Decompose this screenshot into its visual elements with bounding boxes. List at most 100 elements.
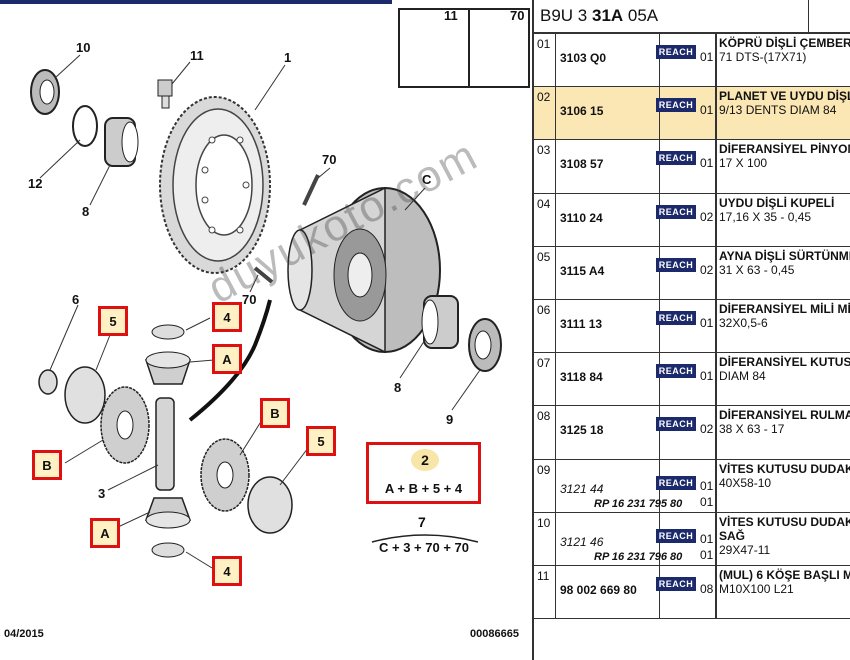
reach-badge[interactable]: REACH xyxy=(656,151,696,166)
sun-gear-right[interactable] xyxy=(200,438,250,512)
seal-9[interactable] xyxy=(468,318,502,372)
planet-gear-bottom[interactable] xyxy=(144,497,192,558)
callout-9[interactable]: 9 xyxy=(446,412,454,427)
callout-6[interactable]: 6 xyxy=(72,292,80,307)
part-quantity: 02 xyxy=(700,262,714,277)
part-reference[interactable]: 98 002 669 80 xyxy=(560,583,637,597)
part-name-suffix: SAĞ xyxy=(719,528,746,543)
reach-badge[interactable]: REACH xyxy=(656,45,696,59)
circlip-12[interactable] xyxy=(72,105,98,147)
reach-badge[interactable]: REACH xyxy=(656,475,696,490)
part-reference[interactable]: 3111 13 xyxy=(560,317,603,331)
callout-8-left[interactable]: 8 xyxy=(82,204,90,219)
bearing-right[interactable] xyxy=(421,295,459,349)
pin-70-upper[interactable] xyxy=(302,174,320,206)
reach-badge[interactable]: REACH xyxy=(656,311,696,325)
boxed-callout-A-bottom[interactable]: A xyxy=(90,518,120,548)
callout-3[interactable]: 3 xyxy=(98,486,106,501)
callout-10[interactable]: 10 xyxy=(76,40,91,55)
part-reference[interactable]: 3121 46 xyxy=(560,534,604,549)
part-reference[interactable]: 3103 Q0 xyxy=(560,51,607,65)
part-spec: 40X58-10 xyxy=(719,475,772,490)
row-reference-cell xyxy=(556,87,660,140)
part-spec: 17,16 X 35 - 0,45 xyxy=(719,209,812,224)
boxed-callout-B-left[interactable]: B xyxy=(32,450,62,480)
callout-70-lower[interactable]: 70 xyxy=(242,292,257,307)
ring-gear[interactable] xyxy=(159,96,271,274)
bolt-11[interactable] xyxy=(157,79,173,109)
differential-case[interactable] xyxy=(287,186,441,354)
part-reference[interactable]: 3108 57 xyxy=(560,157,604,172)
part-reference[interactable]: 3106 15 xyxy=(560,104,604,119)
reach-badge[interactable]: REACH xyxy=(656,257,696,272)
row-reference-cell xyxy=(556,406,660,459)
reach-badge[interactable]: REACH xyxy=(656,577,696,591)
callout-12[interactable]: 12 xyxy=(28,176,43,191)
part-reference[interactable]: 3121 44 xyxy=(560,481,604,496)
thrust-washer-right[interactable] xyxy=(247,476,293,534)
row-index: 07 xyxy=(534,353,556,406)
part-spec: 32X0,5-6 xyxy=(719,316,768,330)
part-name: AYNA DİŞLİ SÜRTÜNME xyxy=(719,248,850,263)
formula-box-2[interactable]: 2 A + B + 5 + 4 xyxy=(366,442,481,504)
washer-6[interactable] xyxy=(38,369,58,395)
boxed-callout-B-right[interactable]: B xyxy=(260,398,290,428)
thrust-washer-left[interactable] xyxy=(64,366,106,424)
boxed-callout-A-top[interactable]: A xyxy=(212,344,242,374)
sun-gear-left[interactable] xyxy=(100,386,150,464)
part-reference[interactable]: 3125 18 xyxy=(560,423,604,438)
reach-badge[interactable]: REACH xyxy=(656,528,696,543)
boxed-callout-4-bottom[interactable]: 4 xyxy=(212,556,242,586)
callout-11[interactable]: 11 xyxy=(190,48,204,63)
boxed-callout-5-left[interactable]: 5 xyxy=(98,306,128,336)
callout-70-upper[interactable]: 70 xyxy=(322,152,337,167)
bearing-left[interactable] xyxy=(104,117,139,167)
boxed-callout-4-top[interactable]: 4 xyxy=(212,302,242,332)
reach-badge[interactable]: REACH xyxy=(656,204,696,219)
row-reference-cell xyxy=(556,140,660,193)
part-name: DİFERANSİYEL KUTUSU xyxy=(719,355,850,370)
formula-number-7[interactable]: 7 xyxy=(418,514,426,530)
reach-badge[interactable]: REACH xyxy=(656,98,696,113)
shaft-3[interactable] xyxy=(155,397,175,491)
inset-pin-box[interactable] xyxy=(468,8,530,88)
part-rp-reference[interactable]: RP 16 231 796 80 xyxy=(594,550,683,563)
callout-C[interactable]: C xyxy=(422,172,432,187)
reach-badge[interactable]: REACH xyxy=(656,364,696,379)
part-quantity: 01 xyxy=(700,50,714,64)
callout-1[interactable]: 1 xyxy=(284,50,292,65)
boxed-callout-5-right[interactable]: 5 xyxy=(306,426,336,456)
part-reference[interactable]: 3110 24 xyxy=(560,210,603,225)
part-reference[interactable]: 3115 A4 xyxy=(560,263,605,278)
row-quantity-cell xyxy=(660,406,716,459)
assembly-arrow xyxy=(188,299,272,422)
part-rp-reference[interactable]: RP 16 231 795 80 xyxy=(594,497,683,510)
planet-gear-top[interactable] xyxy=(144,324,192,385)
part-quantity: 01 xyxy=(700,316,714,330)
exploded-diagram[interactable] xyxy=(0,0,530,660)
row-quantity-cell xyxy=(660,34,716,87)
pin-70-lower[interactable] xyxy=(253,266,274,284)
part-reference[interactable]: 3118 84 xyxy=(560,370,603,385)
inset-bolt-box[interactable] xyxy=(398,8,470,88)
part-spec: 9/13 DENTS DIAM 84 xyxy=(719,103,837,118)
reach-badge[interactable]: REACH xyxy=(656,417,696,432)
callout-8-right[interactable]: 8 xyxy=(394,380,402,395)
seal-10[interactable] xyxy=(30,69,60,115)
